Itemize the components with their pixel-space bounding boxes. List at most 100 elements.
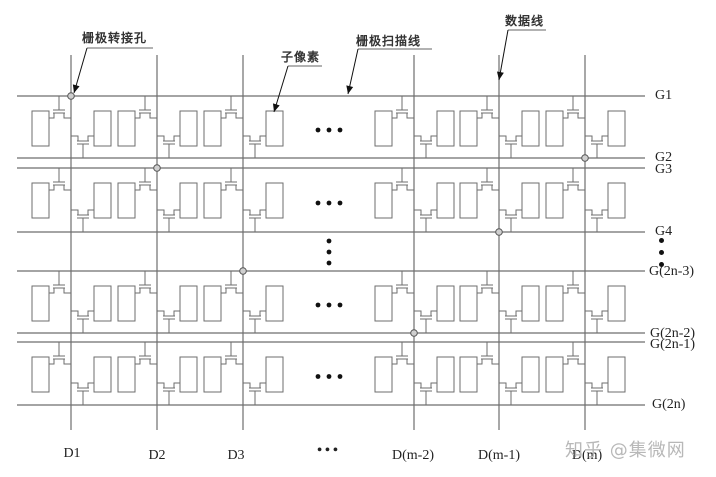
tft-lower — [243, 310, 266, 333]
tft-lower — [499, 209, 522, 232]
sub-pixel — [374, 285, 393, 322]
sub-pixel — [93, 182, 112, 219]
sub-pixel — [203, 110, 222, 147]
tft-lower — [71, 209, 94, 232]
ellipsis-dot — [326, 238, 332, 244]
tft-upper — [392, 342, 414, 365]
gate-label-g3: G3 — [655, 162, 673, 177]
sub-pixel-array — [31, 96, 626, 405]
callout-gate-scan-line: 栅极扫描线 — [356, 34, 422, 48]
callout-arrows — [72, 29, 546, 113]
callout-arrow-gate-via — [72, 47, 88, 94]
sub-pixel — [459, 356, 478, 393]
tft-lower — [585, 135, 608, 158]
sub-pixel — [179, 356, 198, 393]
tft-lower — [585, 310, 608, 333]
gate-via-d1 — [67, 92, 75, 100]
sub-pixel — [607, 110, 626, 147]
ellipsis-dot — [326, 200, 332, 206]
sub-pixel — [545, 285, 564, 322]
ellipsis-dot — [326, 302, 332, 308]
gate-label-g4: G4 — [655, 224, 673, 239]
tft-lower — [157, 209, 180, 232]
tft-upper — [563, 271, 585, 294]
ellipsis-dot — [337, 302, 343, 308]
sub-pixel — [607, 356, 626, 393]
callout-arrow-gate-scan-line — [346, 48, 359, 95]
gate-label-g2: G2 — [655, 150, 673, 165]
tft-lower — [585, 209, 608, 232]
sub-pixel — [436, 285, 455, 322]
tft-lower — [71, 310, 94, 333]
sub-pixel — [31, 110, 50, 147]
data-label-dm-1: D(m-1) — [478, 448, 520, 463]
data-label-d2: D2 — [148, 448, 166, 463]
tft-upper — [221, 168, 243, 191]
sub-pixel — [203, 285, 222, 322]
tft-upper — [135, 342, 157, 365]
sub-pixel — [117, 356, 136, 393]
tft-lower — [71, 382, 94, 405]
sub-pixel — [31, 285, 50, 322]
gate-label-g2n-1: G(2n-1) — [650, 337, 696, 352]
gate-via-dm — [581, 154, 589, 162]
callout-gate-via: 栅极转接孔 — [82, 31, 148, 45]
tft-upper — [392, 168, 414, 191]
tft-lower — [243, 135, 266, 158]
sub-pixel — [521, 110, 540, 147]
tft-upper — [392, 271, 414, 294]
data-label-ellipsis: ••• — [317, 443, 341, 458]
tft-upper — [135, 168, 157, 191]
tft-lower — [157, 310, 180, 333]
ellipsis-dot — [326, 374, 332, 379]
tft-lower — [499, 310, 522, 333]
ellipsis-dot — [326, 249, 332, 255]
sub-pixel — [545, 356, 564, 393]
sub-pixel — [179, 285, 198, 322]
sub-pixel — [374, 356, 393, 393]
sub-pixel — [545, 110, 564, 147]
sub-pixel — [459, 285, 478, 322]
callout-arrow-sub-pixel — [272, 65, 289, 113]
tft-upper — [135, 271, 157, 294]
callout-sub-pixel: 子像素 — [281, 50, 321, 64]
sub-pixel — [436, 182, 455, 219]
sub-pixel — [31, 182, 50, 219]
tft-lower — [157, 135, 180, 158]
gate-label-g1: G1 — [655, 88, 673, 103]
sub-pixel — [459, 110, 478, 147]
tft-upper — [221, 342, 243, 365]
gate-via-d3 — [239, 267, 247, 275]
sub-pixel — [265, 285, 284, 322]
sub-pixel — [179, 182, 198, 219]
sub-pixel — [436, 356, 455, 393]
tft-lower — [243, 382, 266, 405]
sub-pixel — [459, 182, 478, 219]
callout-arrow-data-line — [496, 29, 509, 81]
tft-lower — [414, 382, 437, 405]
sub-pixel — [93, 110, 112, 147]
tft-upper — [477, 342, 499, 365]
tft-upper — [477, 96, 499, 119]
data-label-dm: D(m) — [571, 448, 603, 463]
tft-upper — [563, 342, 585, 365]
sub-pixel — [93, 285, 112, 322]
tft-lower — [71, 135, 94, 158]
tft-lower — [243, 209, 266, 232]
gate-via-dm-1 — [495, 228, 503, 236]
sub-pixel — [117, 182, 136, 219]
sub-pixel — [374, 182, 393, 219]
sub-pixel — [607, 285, 626, 322]
sub-pixel — [265, 356, 284, 393]
tft-lower — [414, 310, 437, 333]
ellipsis-dot — [315, 374, 321, 379]
sub-pixel — [521, 356, 540, 393]
tft-upper — [477, 271, 499, 294]
sub-pixel — [374, 110, 393, 147]
tft-lower — [414, 135, 437, 158]
tft-lower — [499, 382, 522, 405]
tft-upper — [49, 168, 71, 191]
sub-pixel — [521, 182, 540, 219]
sub-pixel — [93, 356, 112, 393]
tft-lower — [499, 135, 522, 158]
